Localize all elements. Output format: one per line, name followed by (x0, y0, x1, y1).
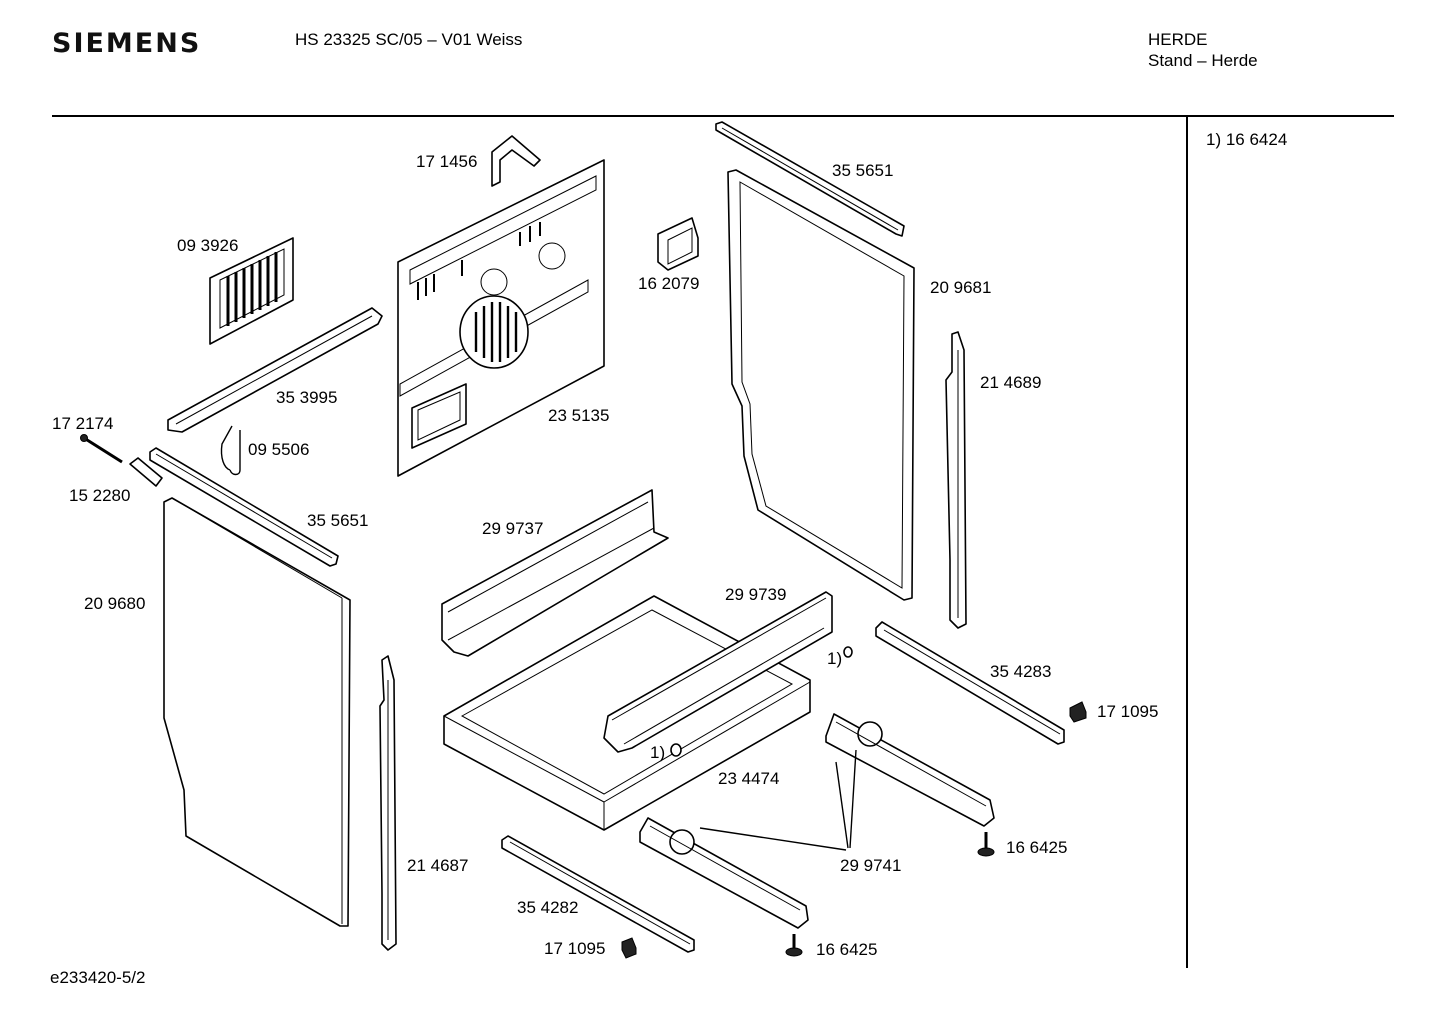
label-354283: 35 4283 (990, 662, 1052, 681)
label-washer-b: 1) (650, 743, 666, 762)
part-171095-clip-bottom (621, 937, 637, 959)
subcategory-label: Stand – Herde (1148, 51, 1258, 70)
label-162079: 16 2079 (638, 274, 700, 293)
part-washer-b (670, 743, 682, 757)
leader-lines-299741 (699, 749, 857, 851)
footnote-166424: 1) 16 6424 (1206, 130, 1288, 149)
label-214689: 21 4689 (980, 373, 1042, 392)
part-354282-rail (501, 835, 695, 953)
label-172174: 17 2174 (52, 414, 114, 433)
part-152280-spacer (129, 457, 163, 487)
part-209681-side-frame (727, 169, 915, 601)
part-353995-strip (167, 307, 383, 433)
label-209680: 20 9680 (84, 594, 146, 613)
label-299737: 29 9737 (482, 519, 544, 538)
part-214687-strip (379, 655, 397, 951)
label-washer-a: 1) (827, 649, 843, 668)
label-235135: 23 5135 (548, 406, 610, 425)
part-166425-foot-bottom (785, 934, 803, 957)
part-162079-clip (657, 217, 699, 271)
label-093926: 09 3926 (177, 236, 239, 255)
part-214689-strip (945, 331, 967, 629)
label-166425-bottom: 16 6425 (816, 940, 878, 959)
brand-logo: SIEMENS (52, 28, 202, 59)
part-299741-runner-right (825, 713, 995, 827)
part-171095-clip-right (1069, 701, 1087, 723)
part-354283-rail (875, 621, 1065, 745)
part-235135-back-panel (397, 159, 605, 477)
label-355651-top: 35 5651 (832, 161, 894, 180)
part-355651-left-rail (149, 447, 339, 567)
category-label: HERDE (1148, 30, 1208, 49)
label-166425-right: 16 6425 (1006, 838, 1068, 857)
model-title: HS 23325 SC/05 – V01 Weiss (295, 30, 523, 49)
part-209680-side-panel (163, 497, 351, 927)
label-354282: 35 4282 (517, 898, 579, 917)
part-washer-a (843, 646, 853, 658)
label-355651-left: 35 5651 (307, 511, 369, 530)
part-171456-bracket (491, 135, 541, 187)
part-172174-screw (80, 434, 123, 464)
document-code: e233420-5/2 (50, 968, 146, 987)
label-299739: 29 9739 (725, 585, 787, 604)
label-171456: 17 1456 (416, 152, 478, 171)
label-152280: 15 2280 (69, 486, 131, 505)
part-166425-foot-right (977, 832, 995, 857)
label-171095-bottom: 17 1095 (544, 939, 606, 958)
part-299741-runner-left (639, 817, 809, 929)
label-171095-right: 17 1095 (1097, 702, 1159, 721)
label-353995: 35 3995 (276, 388, 338, 407)
part-299737-cross-beam (441, 489, 669, 657)
part-355651-top-rail (715, 121, 905, 237)
part-093926-grille (209, 237, 294, 345)
part-299739-front-beam (603, 591, 833, 753)
label-214687: 21 4687 (407, 856, 469, 875)
part-095506-hook (220, 425, 241, 476)
label-299741: 29 9741 (840, 856, 902, 875)
label-095506: 09 5506 (248, 440, 310, 459)
label-234474: 23 4474 (718, 769, 780, 788)
label-209681: 20 9681 (930, 278, 992, 297)
